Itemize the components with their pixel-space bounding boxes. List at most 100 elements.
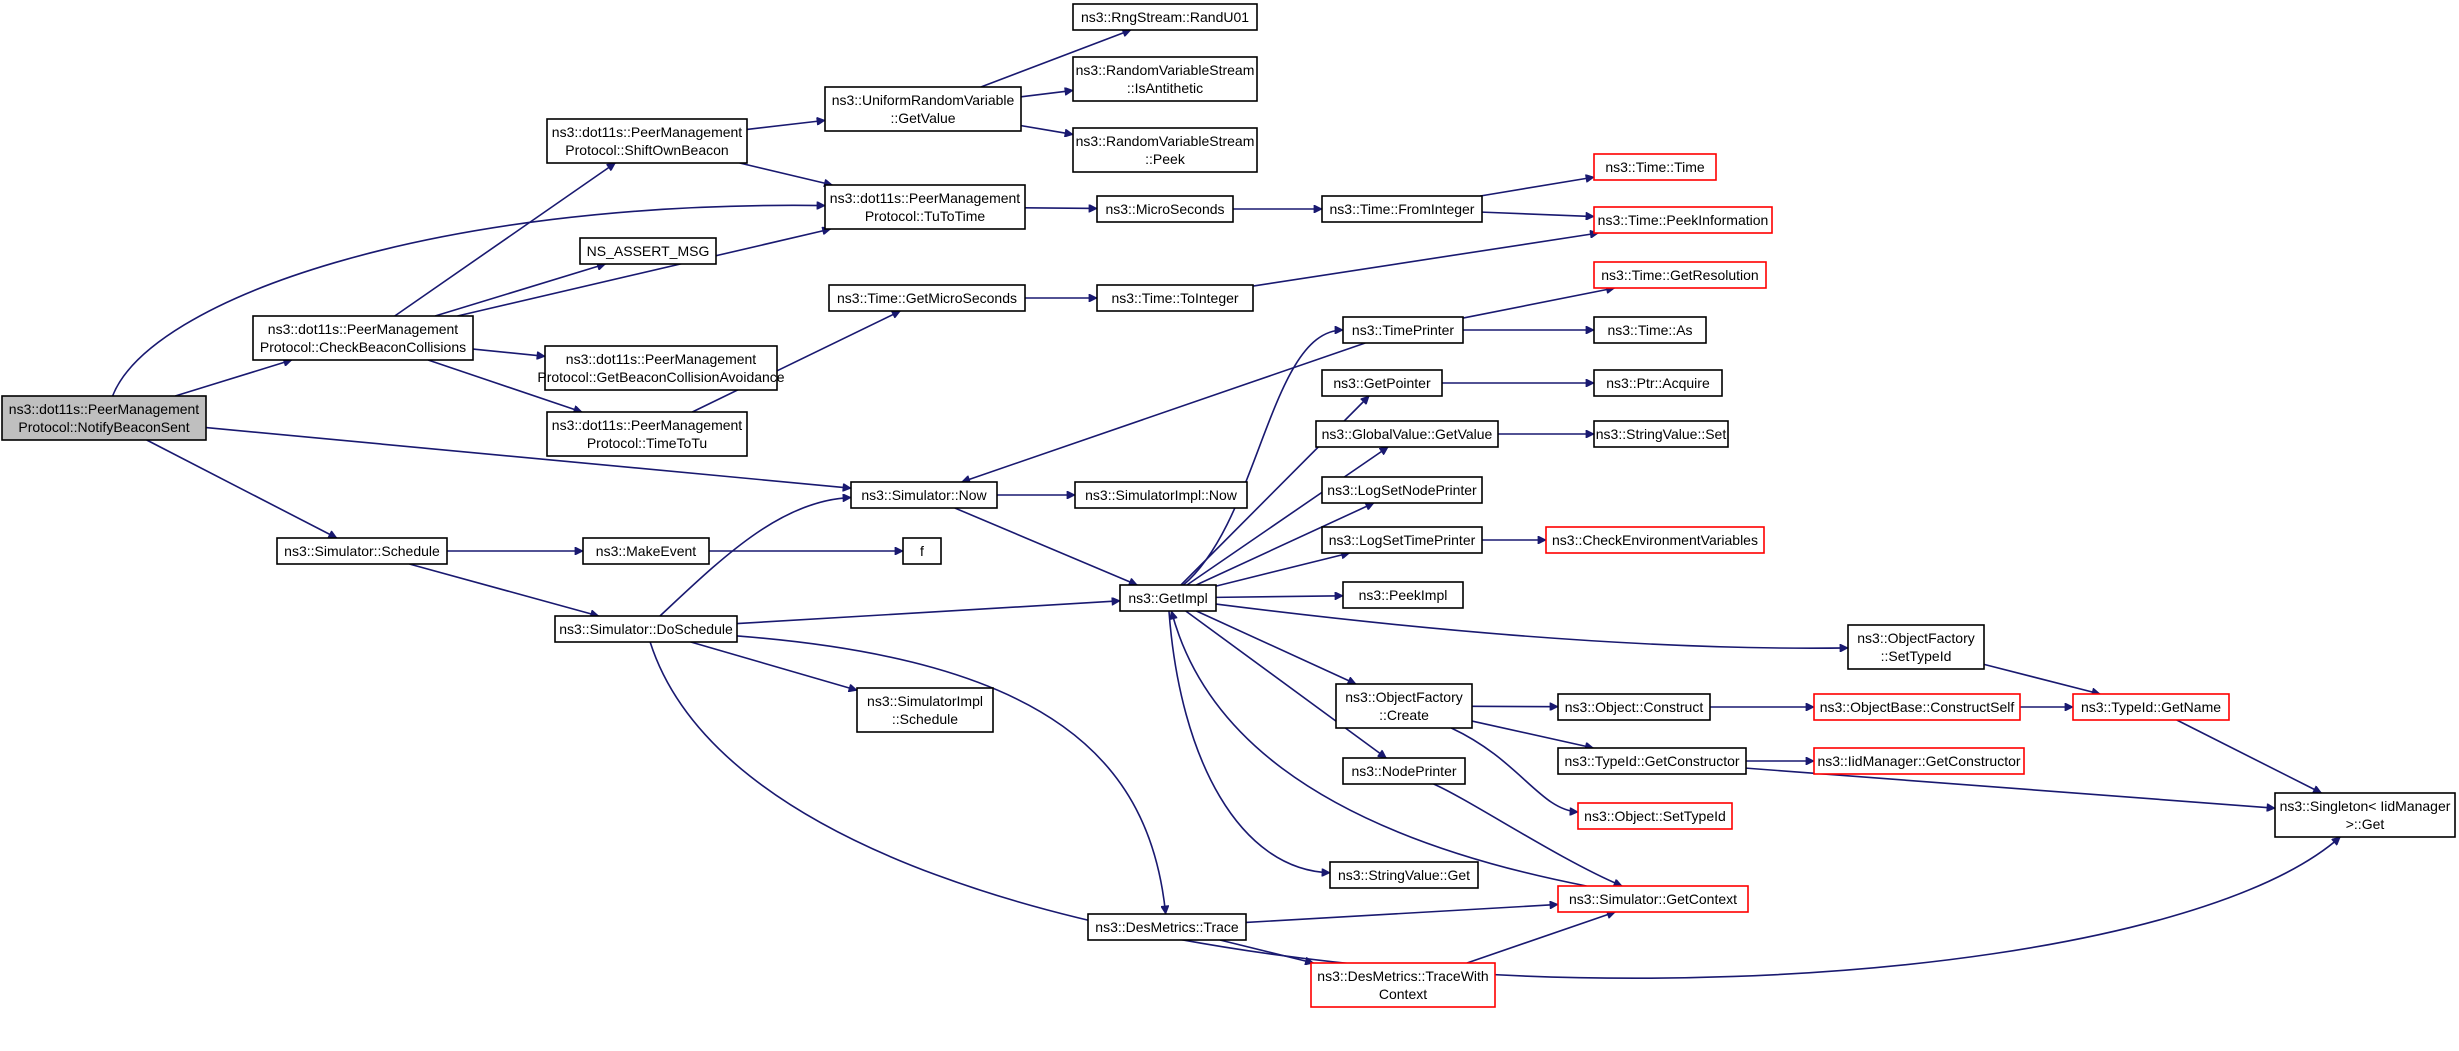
node-box <box>1557 693 1711 721</box>
function-node[interactable]: NS_ASSERT_MSG <box>579 237 717 265</box>
function-node[interactable]: ns3::Simulator::GetContext <box>1557 885 1749 913</box>
call-edge <box>1219 939 1314 963</box>
function-node[interactable]: f <box>902 537 942 565</box>
function-node[interactable]: ns3::Simulator::Schedule <box>276 537 448 565</box>
function-node[interactable]: ns3::GlobalValue::GetValue <box>1315 420 1499 448</box>
function-node[interactable]: ns3::dot11s::PeerManagementProtocol::Not… <box>1 395 207 441</box>
call-edge <box>1182 330 1343 586</box>
function-node[interactable]: ns3::StringValue::Set <box>1593 420 1729 448</box>
function-node[interactable]: ns3::Singleton< IidManager>::Get <box>2274 792 2456 838</box>
function-node[interactable]: ns3::Time::FromInteger <box>1321 195 1483 223</box>
function-node[interactable]: ns3::ObjectBase::ConstructSelf <box>1813 693 2021 721</box>
node-label: ns3::PeekImpl <box>1359 587 1448 603</box>
function-node[interactable]: ns3::SimulatorImpl::Schedule <box>856 687 994 733</box>
function-node[interactable]: ns3::TypeId::GetConstructor <box>1557 747 1747 775</box>
node-label: ns3::SimulatorImpl::Now <box>1085 487 1238 503</box>
function-node[interactable]: ns3::NodePrinter <box>1342 757 1466 785</box>
node-box <box>1593 369 1723 397</box>
function-node[interactable]: ns3::Time::ToInteger <box>1096 284 1254 312</box>
node-label: ns3::Object::Construct <box>1565 699 1704 715</box>
function-node[interactable]: ns3::Time::GetMicroSeconds <box>828 284 1026 312</box>
function-node[interactable]: ns3::RngStream::RandU01 <box>1072 3 1258 31</box>
node-label: ns3::Time::FromInteger <box>1330 201 1475 217</box>
function-node[interactable]: ns3::RandomVariableStream::IsAntithetic <box>1072 56 1258 102</box>
node-label: ns3::GetImpl <box>1128 590 1207 606</box>
function-node[interactable]: ns3::StringValue::Get <box>1329 861 1479 889</box>
node-label: ns3::Object::SetTypeId <box>1584 808 1726 824</box>
node-box <box>1072 56 1258 102</box>
node-box <box>1545 526 1765 554</box>
node-box <box>1074 481 1248 509</box>
function-node[interactable]: ns3::dot11s::PeerManagementProtocol::Get… <box>537 345 785 391</box>
function-node[interactable]: ns3::RandomVariableStream::Peek <box>1072 127 1258 173</box>
node-box <box>1593 206 1773 234</box>
call-edge <box>1196 610 1356 684</box>
node-box <box>579 237 717 265</box>
function-node[interactable]: ns3::Object::SetTypeId <box>1577 802 1733 830</box>
node-label: ns3::RandomVariableStream <box>1076 62 1255 78</box>
call-edge <box>1195 502 1374 586</box>
function-node[interactable]: ns3::SimulatorImpl::Now <box>1074 481 1248 509</box>
function-node[interactable]: ns3::dot11s::PeerManagementProtocol::Tim… <box>546 411 748 457</box>
node-label: ns3::IidManager::GetConstructor <box>1817 753 2020 769</box>
node-label: Protocol::NotifyBeaconSent <box>18 419 189 435</box>
node-label: ::Peek <box>1145 151 1186 167</box>
call-edge <box>1171 611 1587 887</box>
call-edge <box>736 635 1166 914</box>
call-edge <box>736 601 1120 625</box>
call-edge <box>111 205 825 397</box>
function-node[interactable]: ns3::IidManager::GetConstructor <box>1813 747 2025 775</box>
node-box <box>2274 792 2456 838</box>
node-box <box>1342 757 1466 785</box>
function-node[interactable]: ns3::Time::GetResolution <box>1593 261 1767 289</box>
function-node[interactable]: ns3::Simulator::Now <box>850 481 998 509</box>
node-label: ns3::StringValue::Set <box>1596 426 1727 442</box>
function-node[interactable]: ns3::LogSetNodePrinter <box>1321 476 1483 504</box>
node-label: ns3::dot11s::PeerManagement <box>566 351 757 367</box>
function-node[interactable]: ns3::Time::Time <box>1593 153 1717 181</box>
call-edge <box>434 264 605 317</box>
function-node[interactable]: ns3::Time::PeekInformation <box>1593 206 1773 234</box>
function-node[interactable]: ns3::dot11s::PeerManagementProtocol::Shi… <box>546 118 748 164</box>
node-label: ns3::ObjectFactory <box>1345 689 1463 705</box>
function-node[interactable]: ns3::dot11s::PeerManagementProtocol::TuT… <box>824 184 1026 230</box>
function-node[interactable]: ns3::UniformRandomVariable::GetValue <box>824 86 1022 132</box>
function-node[interactable]: ns3::PeekImpl <box>1342 581 1464 609</box>
function-node[interactable]: ns3::Simulator::DoSchedule <box>554 615 738 643</box>
function-node[interactable]: ns3::TimePrinter <box>1342 316 1464 344</box>
node-label: ns3::Simulator::GetContext <box>1569 891 1737 907</box>
node-label: ::Schedule <box>892 711 958 727</box>
function-node[interactable]: ns3::MakeEvent <box>582 537 710 565</box>
function-node[interactable]: ns3::LogSetTimePrinter <box>1321 526 1483 554</box>
call-edge <box>1215 596 1343 598</box>
function-node[interactable]: ns3::TypeId::GetName <box>2072 693 2230 721</box>
node-label: ns3::Time::ToInteger <box>1111 290 1238 306</box>
node-label: ns3::GetPointer <box>1333 375 1431 391</box>
nodes: ns3::dot11s::PeerManagementProtocol::Not… <box>1 3 2456 1008</box>
function-node[interactable]: ns3::dot11s::PeerManagementProtocol::Che… <box>252 315 474 361</box>
function-node[interactable]: ns3::ObjectFactory::SetTypeId <box>1847 624 1985 670</box>
function-node[interactable]: ns3::ObjectFactory::Create <box>1335 683 1473 729</box>
function-node[interactable]: ns3::MicroSeconds <box>1096 195 1234 223</box>
node-label: ns3::Time::GetResolution <box>1601 267 1758 283</box>
function-node[interactable]: ns3::Ptr::Acquire <box>1593 369 1723 397</box>
node-box <box>1321 526 1483 554</box>
node-label: ns3::Time::Time <box>1605 159 1705 175</box>
function-node[interactable]: ns3::CheckEnvironmentVariables <box>1545 526 1765 554</box>
function-node[interactable]: ns3::Time::As <box>1593 316 1707 344</box>
node-label: ns3::TypeId::GetConstructor <box>1564 753 1739 769</box>
node-label: ::Create <box>1379 707 1429 723</box>
node-box <box>546 411 748 457</box>
call-edge <box>739 162 833 185</box>
node-box <box>1577 802 1733 830</box>
function-node[interactable]: ns3::Object::Construct <box>1557 693 1711 721</box>
node-label: ns3::MakeEvent <box>596 543 696 559</box>
node-label: ::IsAntithetic <box>1127 80 1203 96</box>
node-box <box>1072 3 1258 31</box>
node-box <box>1593 153 1717 181</box>
function-node[interactable]: ns3::GetPointer <box>1321 369 1443 397</box>
function-node[interactable]: ns3::GetImpl <box>1119 584 1217 612</box>
node-box <box>902 537 942 565</box>
function-node[interactable]: ns3::DesMetrics::Trace <box>1087 913 1247 941</box>
